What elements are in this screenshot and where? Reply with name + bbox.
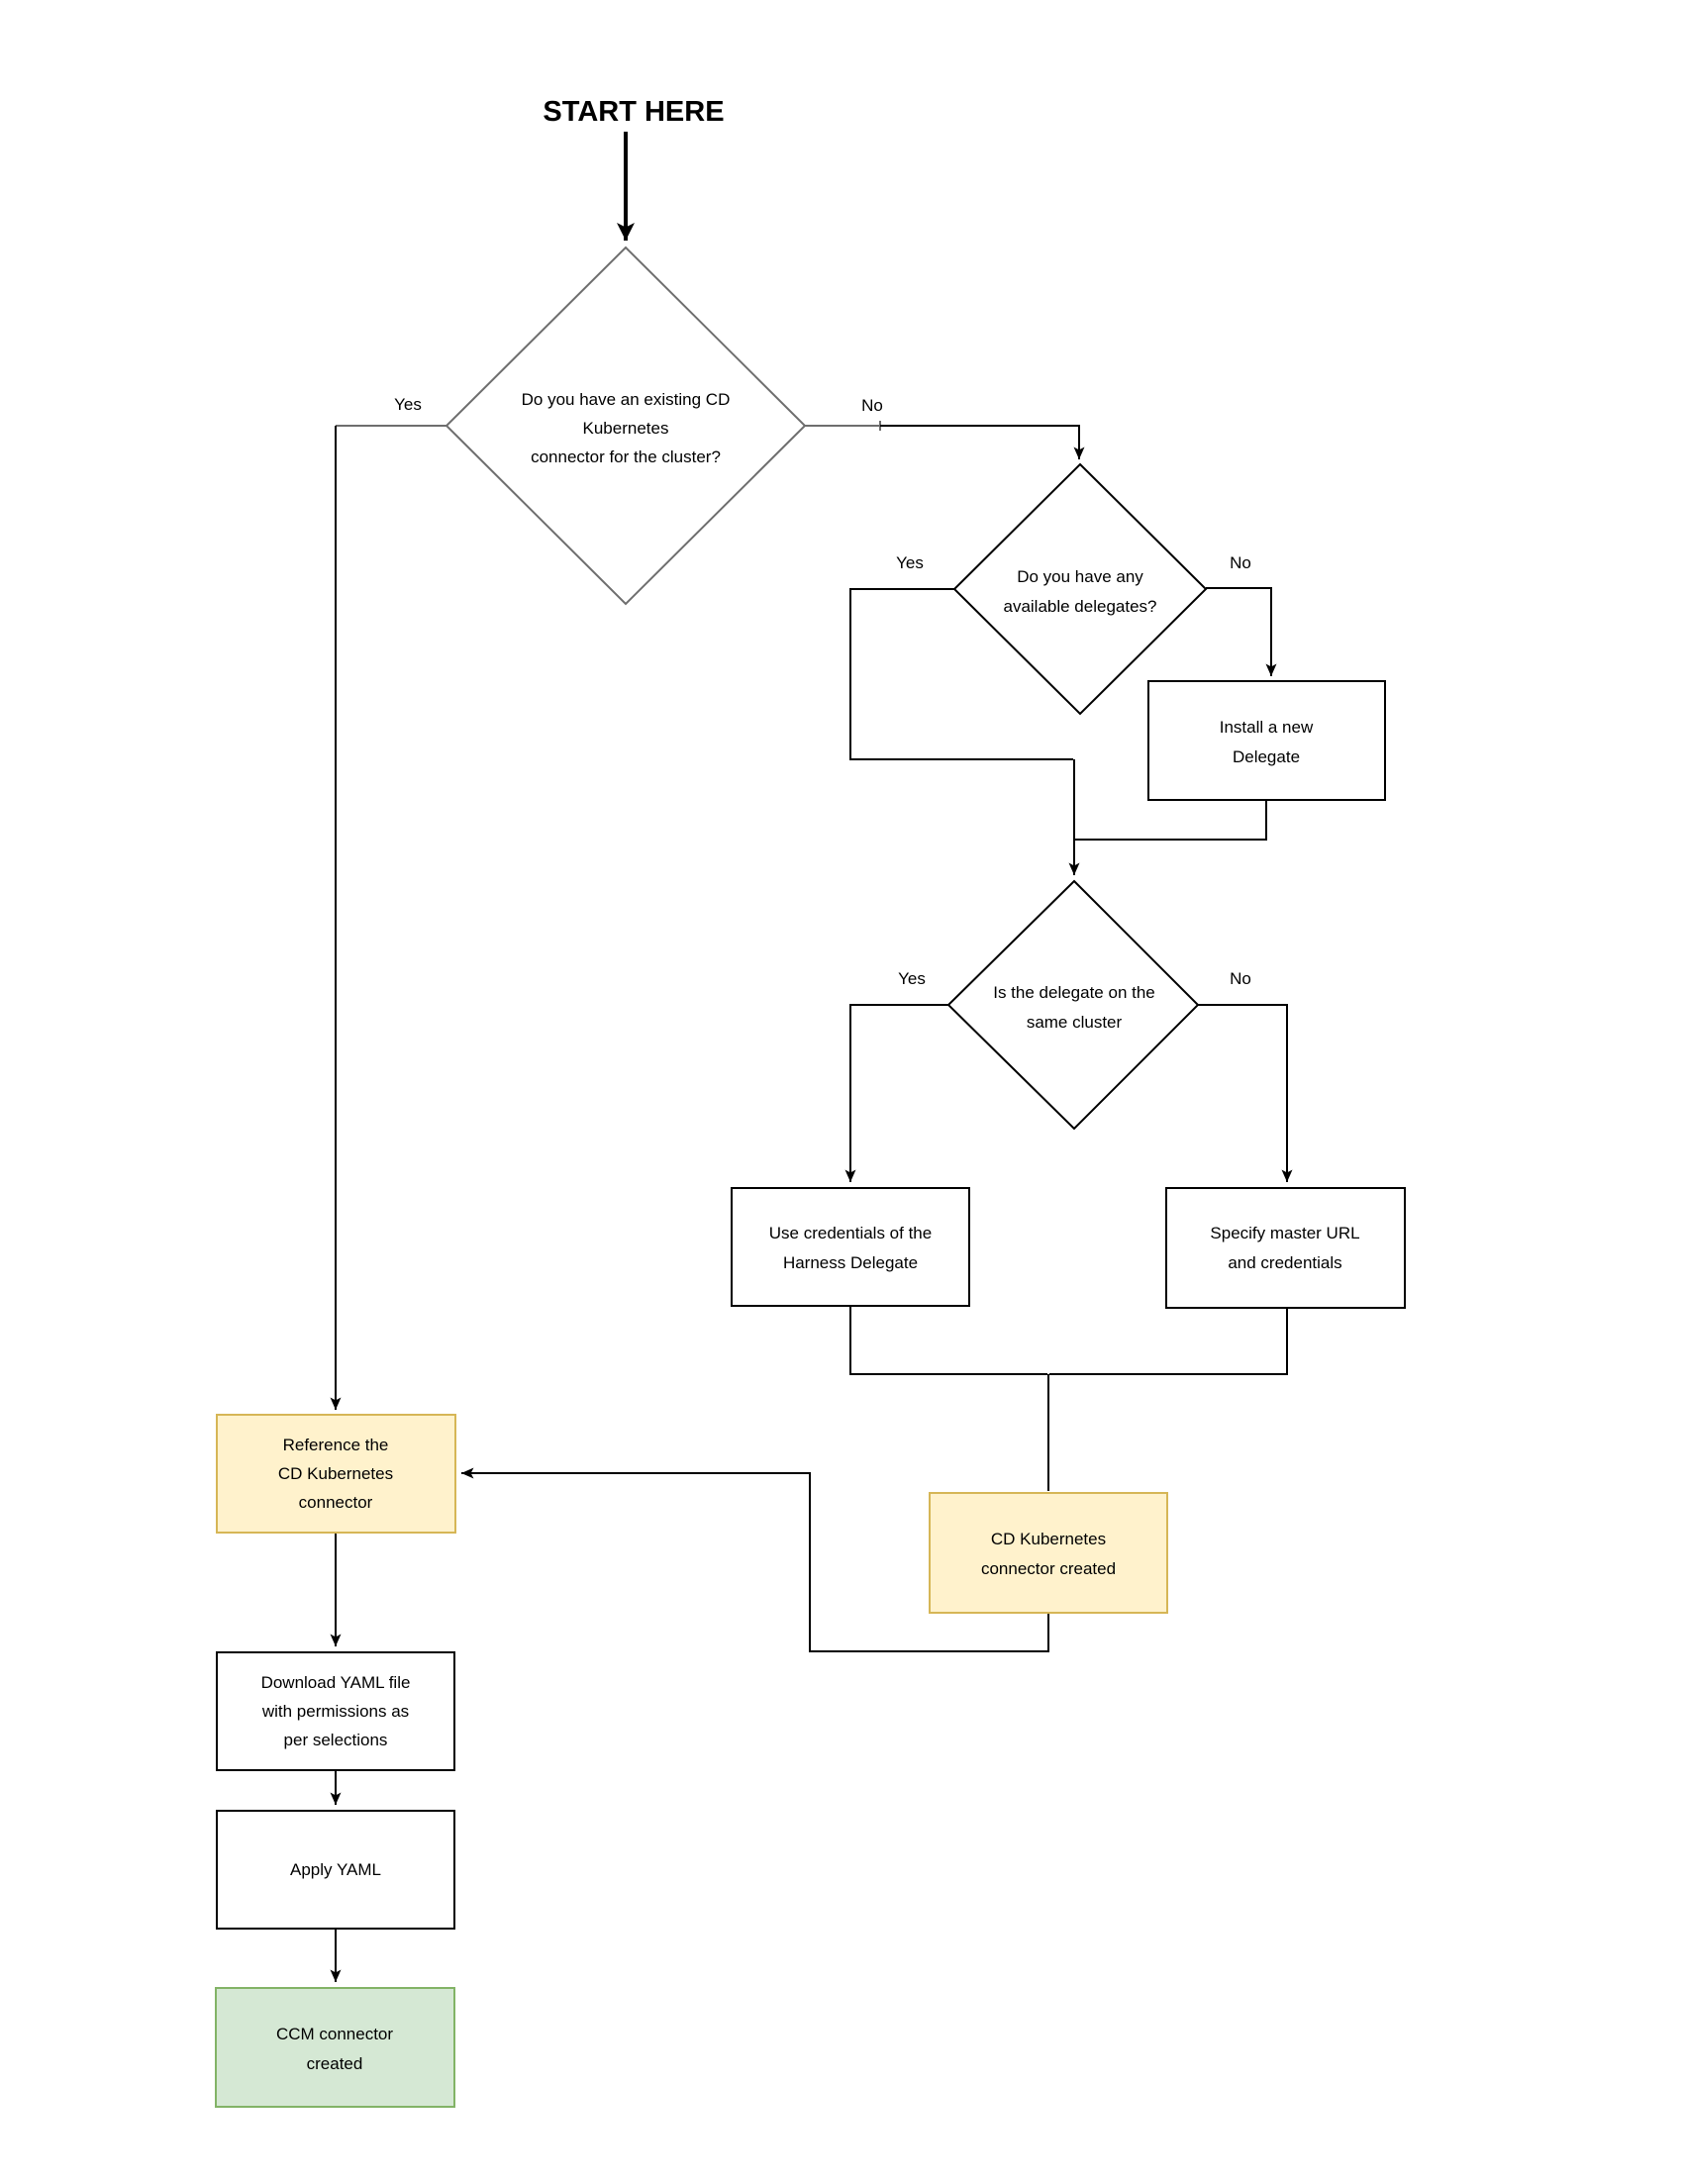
edge-specify-master-out xyxy=(1049,1308,1288,1375)
edge-available-delegates-no-to-install xyxy=(1206,587,1277,676)
process-reference-connector-text-2: CD Kubernetes xyxy=(278,1464,393,1483)
process-use-credentials: Use credentials of the Harness Delegate xyxy=(731,1187,970,1307)
terminal-cd-connector-created-text-1: CD Kubernetes xyxy=(991,1530,1106,1548)
terminal-ccm-connector-created-text-1: CCM connector xyxy=(276,2025,393,2043)
process-download-yaml-box xyxy=(216,1651,455,1771)
terminal-cd-connector-created-box xyxy=(929,1492,1168,1614)
process-use-credentials-text-1: Use credentials of the xyxy=(769,1224,932,1242)
process-download-yaml-text-2: with permissions as xyxy=(261,1702,409,1721)
decision-existing-connector-diamond xyxy=(445,246,807,606)
edges xyxy=(330,132,1293,1982)
decision-same-cluster: Is the delegate on the same cluster xyxy=(946,879,1200,1131)
process-install-delegate-text-1: Install a new xyxy=(1220,718,1314,737)
decision-available-delegates-diamond xyxy=(952,462,1208,716)
edge-available-delegates-yes xyxy=(849,588,1073,760)
terminal-ccm-connector-created-text-2: created xyxy=(307,2054,363,2073)
terminal-cd-connector-created: CD Kubernetes connector created xyxy=(929,1492,1168,1614)
process-reference-connector: Reference the CD Kubernetes connector xyxy=(216,1414,456,1534)
decision-existing-connector-text-2: Kubernetes xyxy=(583,419,669,438)
decision-available-delegates-text-2: available delegates? xyxy=(1003,597,1156,616)
process-reference-connector-box xyxy=(216,1414,456,1534)
start-here-title: START HERE xyxy=(543,96,724,128)
terminal-cd-connector-created-text-2: connector created xyxy=(981,1559,1116,1578)
decision-existing-connector-text-1: Do you have an existing CD xyxy=(522,390,731,409)
label-yes-existing-connector: Yes xyxy=(394,395,422,414)
label-no-same-cluster: No xyxy=(1230,969,1251,988)
process-specify-master-url-text-1: Specify master URL xyxy=(1210,1224,1359,1242)
process-download-yaml: Download YAML file with permissions as p… xyxy=(216,1651,455,1771)
edge-existing-connector-no-to-available-delegates xyxy=(880,425,1085,459)
process-apply-yaml-box xyxy=(216,1810,455,1930)
process-download-yaml-text-3: per selections xyxy=(284,1731,388,1749)
process-use-credentials-box xyxy=(731,1187,970,1307)
label-yes-same-cluster: Yes xyxy=(898,969,926,988)
process-use-credentials-text-2: Harness Delegate xyxy=(783,1253,918,1272)
terminal-ccm-connector-created: CCM connector created xyxy=(215,1987,455,2108)
decision-same-cluster-text-2: same cluster xyxy=(1027,1013,1123,1032)
label-no-existing-connector: No xyxy=(861,396,883,415)
process-reference-connector-text-1: Reference the xyxy=(283,1436,389,1454)
process-install-delegate-text-2: Delegate xyxy=(1233,747,1300,766)
edge-install-to-same-cluster xyxy=(1075,800,1267,841)
process-specify-master-url: Specify master URL and credentials xyxy=(1165,1187,1406,1309)
process-apply-yaml-text-1: Apply YAML xyxy=(290,1860,381,1879)
process-reference-connector-text-3: connector xyxy=(299,1493,373,1512)
decision-available-delegates: Do you have any available delegates? xyxy=(952,462,1208,716)
terminal-ccm-connector-created-box xyxy=(215,1987,455,2108)
process-specify-master-url-text-2: and credentials xyxy=(1228,1253,1341,1272)
edge-same-cluster-yes-to-use-credentials xyxy=(844,1004,948,1182)
edge-cd-created-to-reference xyxy=(461,1467,1049,1652)
process-install-delegate-box xyxy=(1147,680,1386,801)
decision-same-cluster-diamond xyxy=(946,879,1200,1131)
process-download-yaml-text-1: Download YAML file xyxy=(261,1673,411,1692)
process-specify-master-url-box xyxy=(1165,1187,1406,1309)
decision-available-delegates-text-1: Do you have any xyxy=(1017,567,1143,586)
decision-same-cluster-text-1: Is the delegate on the xyxy=(993,983,1155,1002)
process-apply-yaml: Apply YAML xyxy=(216,1810,455,1930)
label-yes-available-delegates: Yes xyxy=(896,553,924,572)
edge-same-cluster-no-to-specify-master xyxy=(1198,1004,1293,1182)
decision-existing-connector: Do you have an existing CD Kubernetes co… xyxy=(445,246,807,606)
edge-use-credentials-out xyxy=(849,1306,1047,1375)
process-install-delegate: Install a new Delegate xyxy=(1147,680,1386,801)
decision-existing-connector-text-3: connector for the cluster? xyxy=(531,447,721,466)
label-no-available-delegates: No xyxy=(1230,553,1251,572)
